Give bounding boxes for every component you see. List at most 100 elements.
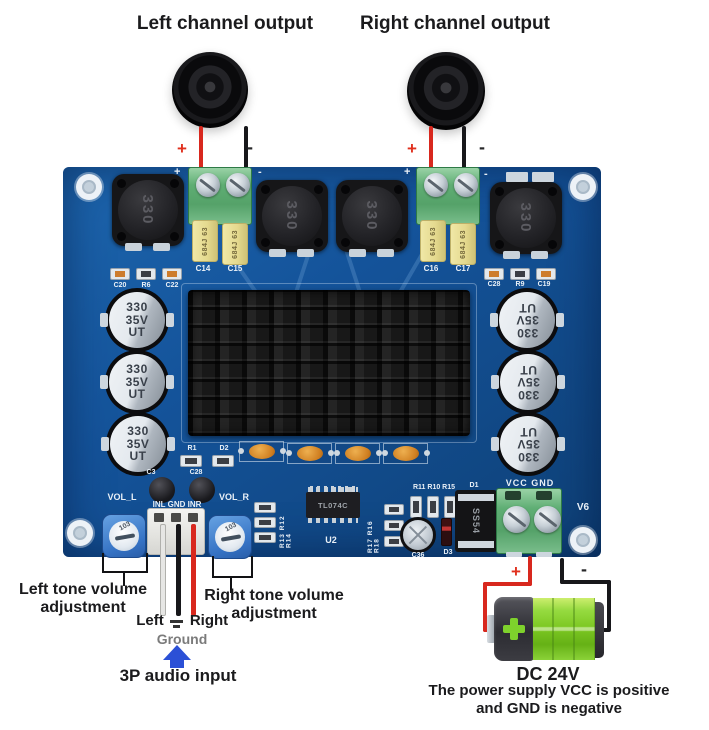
silk-c28b: C28	[189, 469, 203, 476]
cap-value: 330	[127, 424, 149, 439]
screw-slot	[427, 177, 445, 193]
terminal-opening	[505, 491, 521, 500]
right-tone-line1: Right tone volume	[204, 587, 344, 604]
silk-vcc-gnd: VCC GND	[505, 478, 555, 488]
inductor-core: 330	[496, 188, 556, 248]
film-capacitor: 684J 63	[222, 223, 248, 265]
silk-d1: D1	[469, 482, 479, 489]
heatsink	[188, 290, 470, 436]
tantalum-capacitor	[333, 446, 382, 461]
cap-value: 330	[517, 449, 539, 464]
inductor-core: 330	[262, 186, 322, 246]
silk-c22: C22	[165, 282, 179, 289]
audio-ground-wire	[176, 524, 181, 616]
smd-capacitor	[110, 268, 130, 280]
battery-plus-icon	[503, 618, 525, 640]
terminal-opening	[536, 491, 552, 500]
small-capacitor	[189, 477, 215, 503]
audio-input-label: 3P audio input	[119, 666, 237, 685]
right-speaker-plus-label: +	[407, 139, 417, 158]
connector-pin-slot	[188, 513, 198, 522]
silk-c14: C14	[195, 264, 211, 273]
battery-terminal-nub	[487, 615, 495, 643]
battery-end-cap	[595, 602, 604, 658]
right-volume-pot[interactable]: 103	[208, 515, 252, 559]
inductor-core: 330	[342, 186, 402, 246]
silk-c36: C36	[411, 552, 425, 559]
film-cap-marking: 684J 63	[459, 229, 467, 259]
smd-resistor	[180, 455, 202, 467]
tantalum-cap-outline	[285, 443, 334, 464]
battery-negative-wire	[607, 580, 611, 632]
film-capacitor: 684J 63	[192, 220, 218, 262]
bracket-line	[102, 571, 148, 573]
bracket-line	[212, 576, 253, 578]
connector-pin-slot	[154, 513, 164, 522]
silk-minus: -	[484, 168, 488, 180]
inductor: 330	[256, 180, 328, 257]
pot-dial[interactable]: 103	[109, 521, 139, 551]
film-capacitor: 684J 63	[450, 223, 476, 265]
bracket-line	[251, 556, 253, 578]
smd-resistor	[410, 496, 422, 518]
silk-c19: C19	[537, 281, 551, 288]
battery-negative-wire	[560, 558, 564, 584]
power-note-line1: The power supply VCC is positive	[428, 682, 670, 699]
left-volume-pot[interactable]: 103	[102, 514, 146, 558]
silk-r17-r16-r18: R17 R16 R18	[367, 520, 381, 553]
tantalum-cap-outline	[333, 443, 382, 464]
up-arrow-icon	[163, 645, 191, 660]
screw-slot	[199, 177, 217, 193]
silk-r1: R1	[187, 445, 197, 452]
pot-dial[interactable]: 103	[215, 522, 245, 552]
silk-c3: C3	[146, 469, 156, 476]
cap-series: UT	[128, 325, 146, 340]
hole-center	[82, 180, 96, 194]
solder-pad	[506, 552, 522, 557]
left-speaker-positive-wire	[199, 126, 203, 170]
bracket-line	[146, 553, 148, 572]
right-speaker-minus-label: -	[479, 137, 485, 157]
ic-marking: TL074C	[317, 500, 349, 510]
smd-resistor	[254, 517, 276, 528]
diode-d3	[441, 518, 452, 546]
silk-r11-r10-r15: R11 R10 R15	[412, 484, 456, 491]
tantalum-cap-outline	[237, 441, 286, 462]
power-note-line2: and GND is negative	[476, 700, 622, 717]
up-arrow-stem	[170, 659, 184, 668]
inductor: 330	[112, 174, 184, 251]
cap-series: UT	[518, 300, 536, 315]
left-tone-line2: adjustment	[40, 598, 126, 616]
silk-c15: C15	[227, 264, 243, 273]
wire-right-label: Right	[189, 612, 229, 629]
inductor-marking: 330	[283, 200, 301, 232]
silk-r6: R6	[141, 282, 151, 289]
battery-plus-label: +	[511, 562, 521, 581]
battery-voltage-label: DC 24V	[516, 664, 580, 684]
battery-positive-wire	[483, 582, 532, 586]
left-tone-line1: Left tone volume	[18, 581, 147, 598]
inductor-marking: 330	[139, 194, 157, 226]
audio-left-wire	[160, 524, 166, 616]
silk-c17: C17	[455, 264, 471, 273]
right-speaker	[407, 52, 485, 130]
smd-capacitor	[162, 268, 182, 280]
silk-r13-r12-r14: R13 R12 R14	[279, 515, 293, 548]
terminal-screw	[503, 506, 530, 533]
cap-voltage: 35V	[516, 375, 540, 390]
left-speaker	[172, 52, 248, 128]
cap-voltage: 35V	[125, 374, 149, 389]
